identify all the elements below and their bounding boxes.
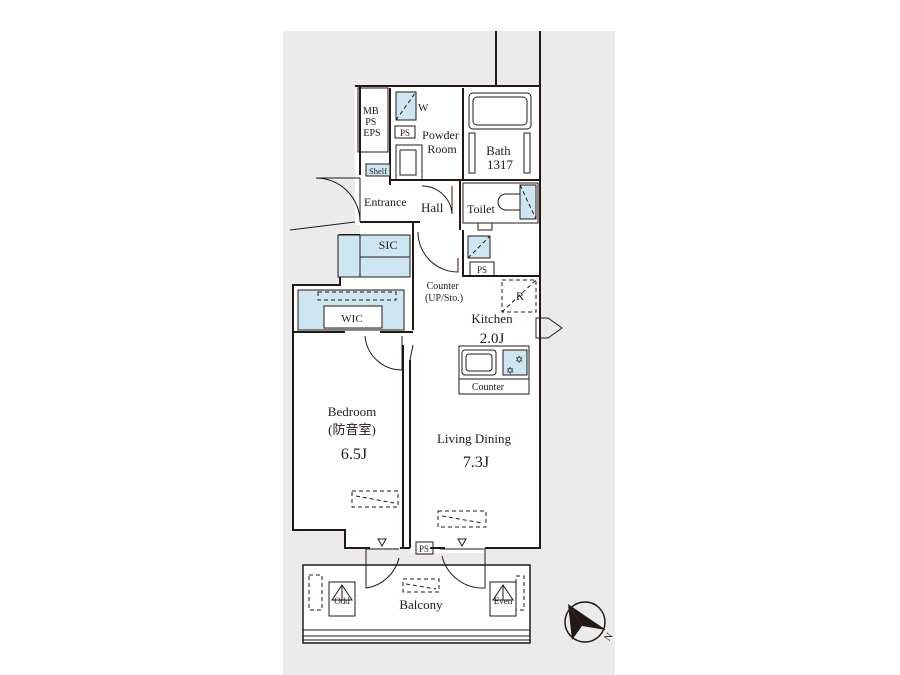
svg-text:✡: ✡ bbox=[506, 366, 514, 377]
bedroom-ac bbox=[351, 490, 399, 508]
ps-shaft-label: PS bbox=[365, 117, 376, 128]
bathtub bbox=[468, 92, 532, 130]
ps-mid-label: PS bbox=[477, 265, 487, 275]
entrance-label: Entrance bbox=[364, 195, 407, 209]
vanity bbox=[395, 144, 423, 181]
svg-text:Kitchen 2.0J: Kitchen 2.0J bbox=[471, 310, 516, 347]
balcony-odd-unit bbox=[308, 574, 323, 611]
balcony-even-unit bbox=[515, 575, 525, 611]
counter-up-label: Counter bbox=[427, 281, 460, 292]
counter-up-sub-label: (UP/Sto.) bbox=[425, 293, 463, 304]
svg-text:Bedroom (防音室) 6.5J: Bedroom (防音室) 6.5J bbox=[328, 403, 380, 463]
powder-room-label: Powder bbox=[422, 128, 459, 142]
compass-needle-icon bbox=[568, 604, 606, 630]
kitchen-vent bbox=[535, 317, 563, 339]
svg-text:✡: ✡ bbox=[515, 355, 523, 366]
bedroom-balcony-door bbox=[365, 548, 400, 589]
balcony-ac-outdoor bbox=[402, 578, 440, 593]
even-label: Even bbox=[494, 596, 513, 606]
svg-text:Counter (UP/Sto.): Counter (UP/Sto.) bbox=[425, 281, 463, 304]
ps-top-label: PS bbox=[400, 128, 410, 138]
balcony-label: Balcony bbox=[399, 597, 443, 612]
corridor-edge bbox=[289, 221, 356, 231]
svg-text:Bath 1317: Bath 1317 bbox=[486, 143, 514, 172]
bath-label: Bath bbox=[486, 143, 511, 158]
toilet-label: Toilet bbox=[467, 202, 495, 216]
wic-label: WIC bbox=[341, 313, 362, 325]
wet-area-walls bbox=[389, 88, 540, 230]
corridor-area bbox=[283, 31, 496, 86]
living-ac bbox=[437, 510, 487, 528]
balcony-hatch-left bbox=[328, 581, 356, 617]
washer-label: W bbox=[418, 102, 429, 114]
wic-inner bbox=[323, 305, 383, 329]
bedroom-size-label: 6.5J bbox=[341, 446, 367, 463]
shelf bbox=[365, 163, 391, 177]
counter-kitchen-label: Counter bbox=[472, 382, 505, 393]
compass-ring bbox=[564, 601, 606, 643]
balcony-hatch-right bbox=[489, 581, 517, 617]
bedroom-soundproof-label: (防音室) bbox=[328, 422, 376, 437]
mb-label: MB bbox=[363, 106, 379, 117]
fridge-label: R bbox=[516, 289, 524, 303]
fridge-space bbox=[501, 279, 537, 313]
hall-label: Hall bbox=[421, 200, 444, 215]
svg-text:MB PS EPS: MB PS EPS bbox=[363, 106, 381, 139]
living-balcony-door bbox=[440, 548, 486, 589]
compass: N bbox=[564, 601, 616, 643]
ps-bottom-label: PS bbox=[419, 544, 429, 554]
kitchen-label: Kitchen bbox=[471, 311, 513, 326]
eps-label: EPS bbox=[363, 128, 380, 139]
shelf-label: Shelf bbox=[369, 166, 387, 176]
svg-text:Powder Room: Powder Room bbox=[422, 128, 462, 156]
kitchen-sink bbox=[461, 349, 497, 376]
toilet-bowl bbox=[497, 193, 521, 211]
kitchen-size-label: 2.0J bbox=[480, 331, 505, 347]
sic-label: SIC bbox=[379, 238, 398, 252]
bedroom-label: Bedroom bbox=[328, 404, 376, 419]
living-dining-size-label: 7.3J bbox=[463, 454, 489, 471]
mb-ps-eps-shaft bbox=[357, 87, 389, 153]
living-dining-label: Living Dining bbox=[437, 431, 512, 446]
powder-room-label-2: Room bbox=[427, 142, 457, 156]
svg-text:Living Dining 7.3J: Living Dining 7.3J bbox=[437, 430, 515, 471]
odd-label: Odd bbox=[334, 596, 350, 606]
unit-interior bbox=[293, 86, 540, 553]
sic-closet bbox=[337, 234, 411, 278]
stove bbox=[502, 349, 528, 376]
entrance-door bbox=[315, 177, 361, 223]
exterior-wall bbox=[292, 85, 541, 549]
toilet-room bbox=[462, 182, 539, 224]
corridor-wall bbox=[495, 31, 541, 86]
bath-size-label: 1317 bbox=[487, 157, 514, 172]
